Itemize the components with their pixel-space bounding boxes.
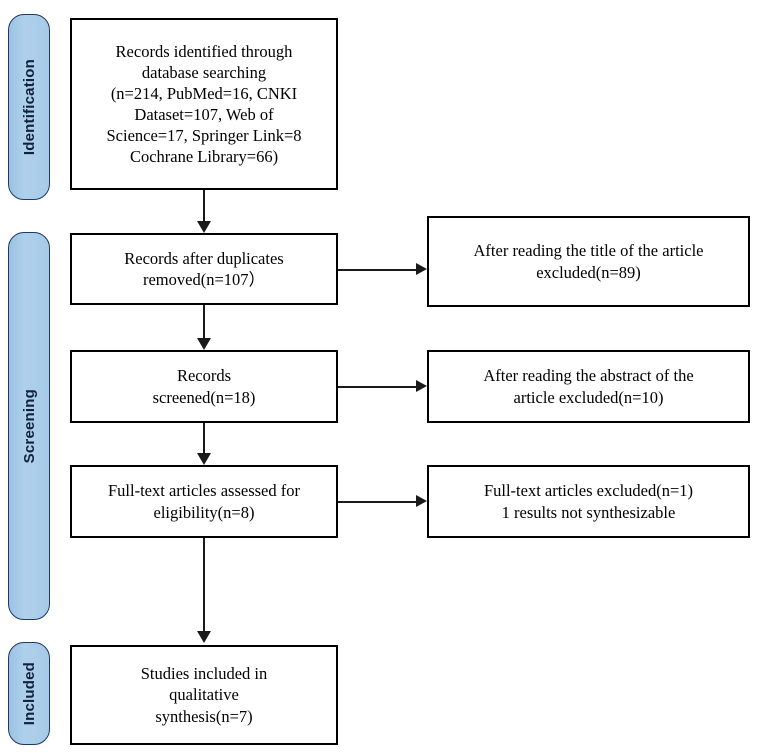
arrow-down-identified-to-duplicates	[197, 221, 211, 233]
arrow-right-excluded-fulltext	[416, 495, 427, 507]
stage-label-screening: Screening	[20, 388, 38, 464]
box-excluded-fulltext-text: Full-text articles excluded(n=1) 1 resul…	[483, 481, 694, 522]
box-records-screened-text: Records screened(n=18)	[152, 366, 256, 407]
connector-duplicates-to-screened	[203, 305, 205, 340]
connector-identified-to-duplicates	[203, 190, 205, 223]
box-studies-included: Studies included in qualitative synthesi…	[70, 645, 338, 745]
box-full-text-assessed-text: Full-text articles assessed for eligibil…	[108, 481, 300, 522]
connector-fulltext-to-excluded-fulltext	[338, 501, 418, 503]
box-records-after-duplicates: Records after duplicates removed(n=107）	[70, 233, 338, 305]
stage-pill-identification: Identification	[8, 14, 50, 200]
box-records-after-duplicates-text: Records after duplicates removed(n=107）	[124, 248, 284, 289]
connector-screened-to-excluded-abstract	[338, 386, 418, 388]
arrow-down-fulltext-to-included	[197, 631, 211, 643]
box-full-text-assessed: Full-text articles assessed for eligibil…	[70, 465, 338, 538]
stage-label-identification: Identification	[20, 58, 38, 156]
arrow-right-excluded-abstract	[416, 380, 427, 392]
box-excluded-fulltext: Full-text articles excluded(n=1) 1 resul…	[427, 465, 750, 538]
box-excluded-title: After reading the title of the article e…	[427, 216, 750, 307]
stage-label-included: Included	[20, 661, 38, 726]
box-records-identified: Records identified through database sear…	[70, 18, 338, 190]
arrow-down-screened-to-fulltext	[197, 453, 211, 465]
box-excluded-abstract-text: After reading the abstract of the articl…	[483, 366, 694, 407]
box-records-identified-text: Records identified through database sear…	[106, 41, 302, 167]
connector-fulltext-to-included	[203, 538, 205, 633]
box-excluded-abstract: After reading the abstract of the articl…	[427, 350, 750, 423]
connector-screened-to-fulltext	[203, 423, 205, 455]
stage-pill-included: Included	[8, 642, 50, 745]
connector-duplicates-to-excluded-title	[338, 269, 418, 271]
box-studies-included-text: Studies included in qualitative synthesi…	[140, 664, 268, 726]
arrow-right-excluded-title	[416, 263, 427, 275]
box-excluded-title-text: After reading the title of the article e…	[473, 241, 704, 282]
arrow-down-duplicates-to-screened	[197, 338, 211, 350]
stage-pill-screening: Screening	[8, 232, 50, 620]
box-records-screened: Records screened(n=18)	[70, 350, 338, 423]
